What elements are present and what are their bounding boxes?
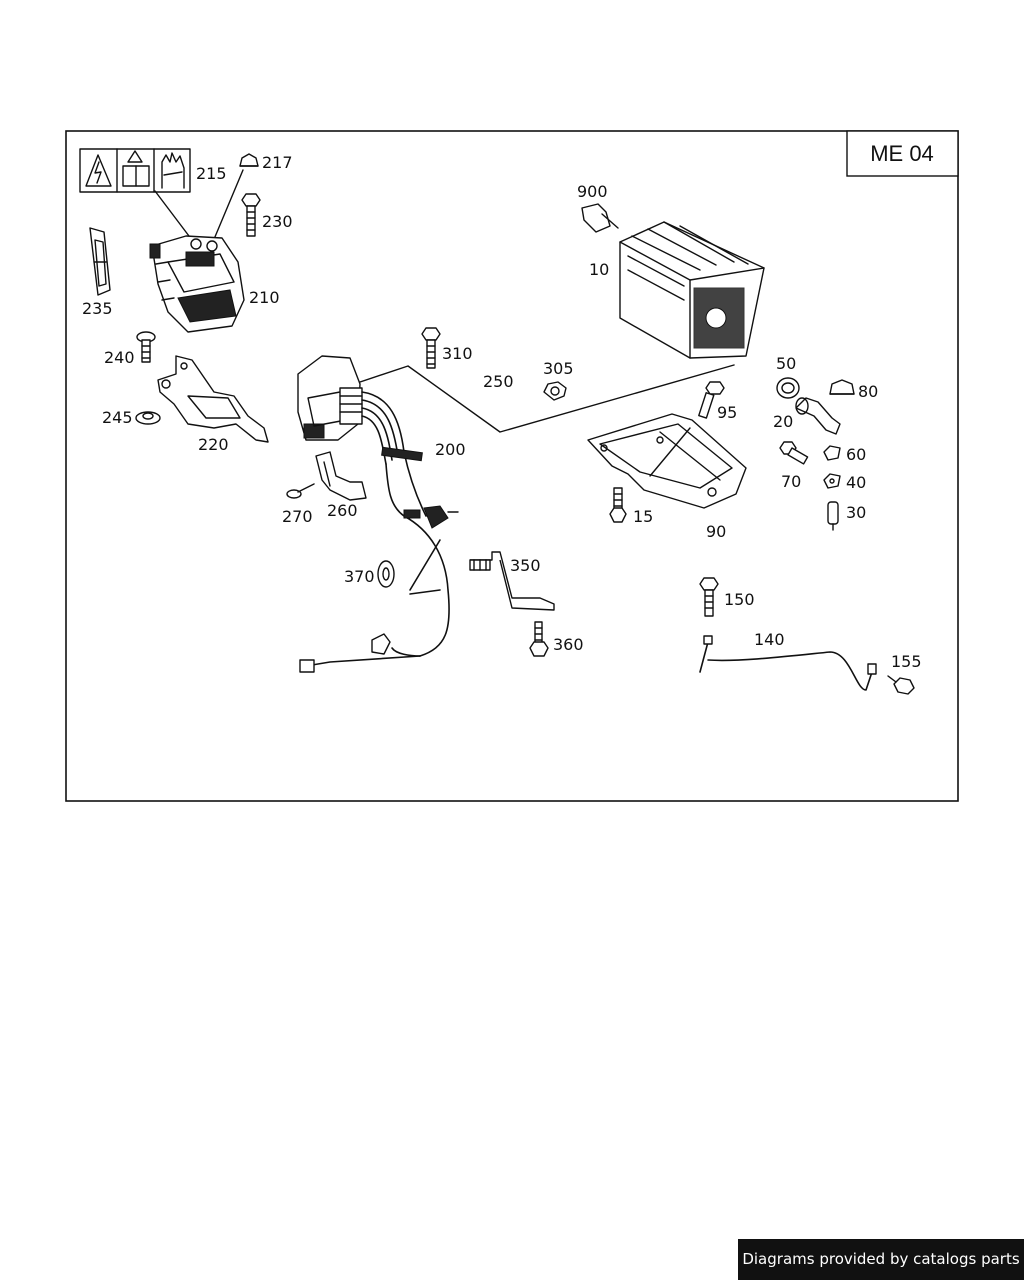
- part-95-bolt[interactable]: [698, 381, 725, 419]
- part-245-nut[interactable]: [135, 411, 161, 425]
- sheet-id-box: ME 04: [846, 130, 959, 177]
- callout-235[interactable]: 235: [82, 299, 113, 318]
- callout-90[interactable]: 90: [706, 522, 726, 541]
- part-150-bolt[interactable]: [699, 577, 719, 617]
- callout-900[interactable]: 900: [577, 182, 608, 201]
- part-60-clip[interactable]: [823, 445, 841, 461]
- part-40-clip[interactable]: [823, 473, 841, 489]
- sheet-id: ME 04: [870, 141, 934, 166]
- part-235-gasket[interactable]: [89, 227, 111, 296]
- callout-210[interactable]: 210: [249, 288, 280, 307]
- leader-250: [359, 364, 735, 433]
- part-270-screw[interactable]: [286, 483, 315, 499]
- part-370-grommet[interactable]: [377, 560, 395, 588]
- callout-217[interactable]: 217: [262, 153, 293, 172]
- callout-20[interactable]: 20: [773, 412, 793, 431]
- part-90-tray[interactable]: [587, 413, 747, 509]
- callout-95[interactable]: 95: [717, 403, 737, 422]
- callout-70[interactable]: 70: [781, 472, 801, 491]
- callout-80[interactable]: 80: [858, 382, 878, 401]
- part-260-bracket[interactable]: [315, 451, 367, 501]
- part-217-cap-nut[interactable]: [239, 153, 259, 167]
- callout-370[interactable]: 370: [344, 567, 375, 586]
- part-10-power-module[interactable]: [619, 221, 765, 359]
- callout-260[interactable]: 260: [327, 501, 358, 520]
- part-50-seal-ring[interactable]: [776, 377, 800, 399]
- callout-215[interactable]: 215: [196, 164, 227, 183]
- callout-270[interactable]: 270: [282, 507, 313, 526]
- callout-60[interactable]: 60: [846, 445, 866, 464]
- callout-220[interactable]: 220: [198, 435, 229, 454]
- callout-40[interactable]: 40: [846, 473, 866, 492]
- part-20-coolant-pipe[interactable]: [795, 397, 841, 435]
- callout-310[interactable]: 310: [442, 344, 473, 363]
- part-70-bolt[interactable]: [779, 441, 809, 465]
- callout-10[interactable]: 10: [589, 260, 609, 279]
- part-210-control-unit[interactable]: [149, 235, 245, 333]
- part-360-bolt[interactable]: [529, 621, 549, 657]
- part-30-pin[interactable]: [827, 501, 839, 531]
- part-155-screw[interactable]: [887, 675, 915, 695]
- part-80-nut[interactable]: [829, 379, 855, 395]
- callout-140[interactable]: 140: [754, 630, 785, 649]
- callout-305[interactable]: 305: [543, 359, 574, 378]
- part-230-bolt[interactable]: [241, 193, 261, 237]
- callout-360[interactable]: 360: [553, 635, 584, 654]
- part-220-bracket[interactable]: [157, 355, 269, 443]
- callout-150[interactable]: 150: [724, 590, 755, 609]
- part-240-bolt[interactable]: [136, 331, 156, 363]
- footer-credit[interactable]: Diagrams provided by catalogs parts: [738, 1239, 1024, 1280]
- callout-15[interactable]: 15: [633, 507, 653, 526]
- callout-250[interactable]: 250: [483, 372, 514, 391]
- callout-350[interactable]: 350: [510, 556, 541, 575]
- callout-245[interactable]: 245: [102, 408, 133, 427]
- callout-200[interactable]: 200: [435, 440, 466, 459]
- high-voltage-warning-label-icon[interactable]: [79, 148, 191, 193]
- part-900-label[interactable]: [581, 203, 619, 233]
- part-350-bracket[interactable]: [469, 551, 555, 611]
- part-305-nut[interactable]: [543, 381, 567, 401]
- callout-155[interactable]: 155: [891, 652, 922, 671]
- part-310-bolt[interactable]: [421, 327, 441, 369]
- callout-50[interactable]: 50: [776, 354, 796, 373]
- part-15-bolt[interactable]: [609, 487, 627, 523]
- callout-230[interactable]: 230: [262, 212, 293, 231]
- part-200-wiring-harness[interactable]: [297, 355, 363, 441]
- callout-30[interactable]: 30: [846, 503, 866, 522]
- diagram-frame: [65, 130, 959, 802]
- callout-240[interactable]: 240: [104, 348, 135, 367]
- part-140-cable[interactable]: [699, 635, 877, 691]
